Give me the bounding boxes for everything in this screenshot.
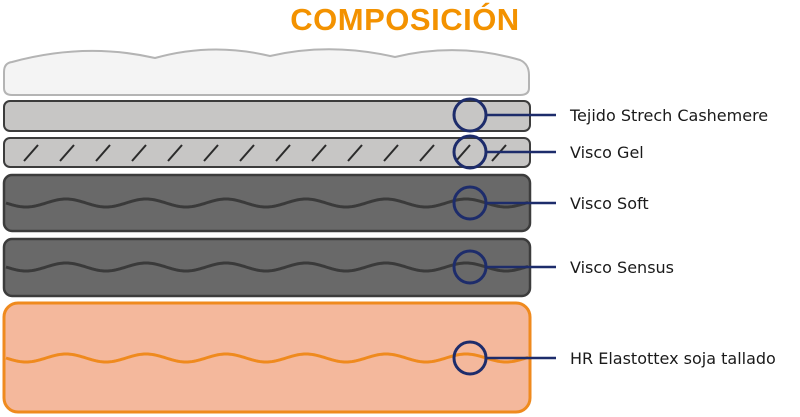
marker-circle bbox=[452, 249, 488, 285]
hatch-mark bbox=[167, 144, 183, 162]
hatch-mark bbox=[23, 144, 39, 162]
hr-foam-wave bbox=[5, 352, 529, 364]
hatch-mark bbox=[311, 144, 327, 162]
callout-hr: HR Elastottex soja tallado bbox=[452, 340, 776, 376]
callout-soft: Visco Soft bbox=[452, 185, 649, 221]
label-fabric: Tejido Strech Cashemere bbox=[569, 106, 768, 125]
hatch-mark bbox=[347, 144, 363, 162]
label-gel: Visco Gel bbox=[570, 143, 644, 162]
hatch-mark bbox=[239, 144, 255, 162]
visco-gel-layer bbox=[3, 137, 531, 168]
label-soft: Visco Soft bbox=[570, 194, 649, 213]
hatch-mark bbox=[203, 144, 219, 162]
hatch-mark bbox=[455, 144, 471, 162]
title-text: COMPOSICIÓN bbox=[290, 2, 520, 37]
marker-circle bbox=[452, 185, 488, 221]
callout-sensus: Visco Sensus bbox=[452, 249, 674, 285]
top-cover-layer bbox=[3, 48, 530, 96]
marker-circle bbox=[452, 97, 488, 133]
marker-circle bbox=[452, 340, 488, 376]
hatch-mark bbox=[275, 144, 291, 162]
hatch-mark bbox=[59, 144, 75, 162]
marker-circle bbox=[452, 134, 488, 170]
label-hr: HR Elastottex soja tallado bbox=[570, 349, 776, 368]
hatch-mark bbox=[419, 144, 435, 162]
callout-gel: Visco Gel bbox=[452, 134, 644, 170]
page-title: COMPOSICIÓN bbox=[0, 0, 800, 38]
hatch-mark bbox=[95, 144, 111, 162]
label-sensus: Visco Sensus bbox=[570, 258, 674, 277]
visco-soft-wave bbox=[5, 197, 529, 209]
hatch-mark bbox=[131, 144, 147, 162]
fabric-layer bbox=[3, 100, 531, 132]
hatch-mark bbox=[383, 144, 399, 162]
callout-fabric: Tejido Strech Cashemere bbox=[452, 97, 768, 133]
visco-sensus-wave bbox=[5, 261, 529, 273]
